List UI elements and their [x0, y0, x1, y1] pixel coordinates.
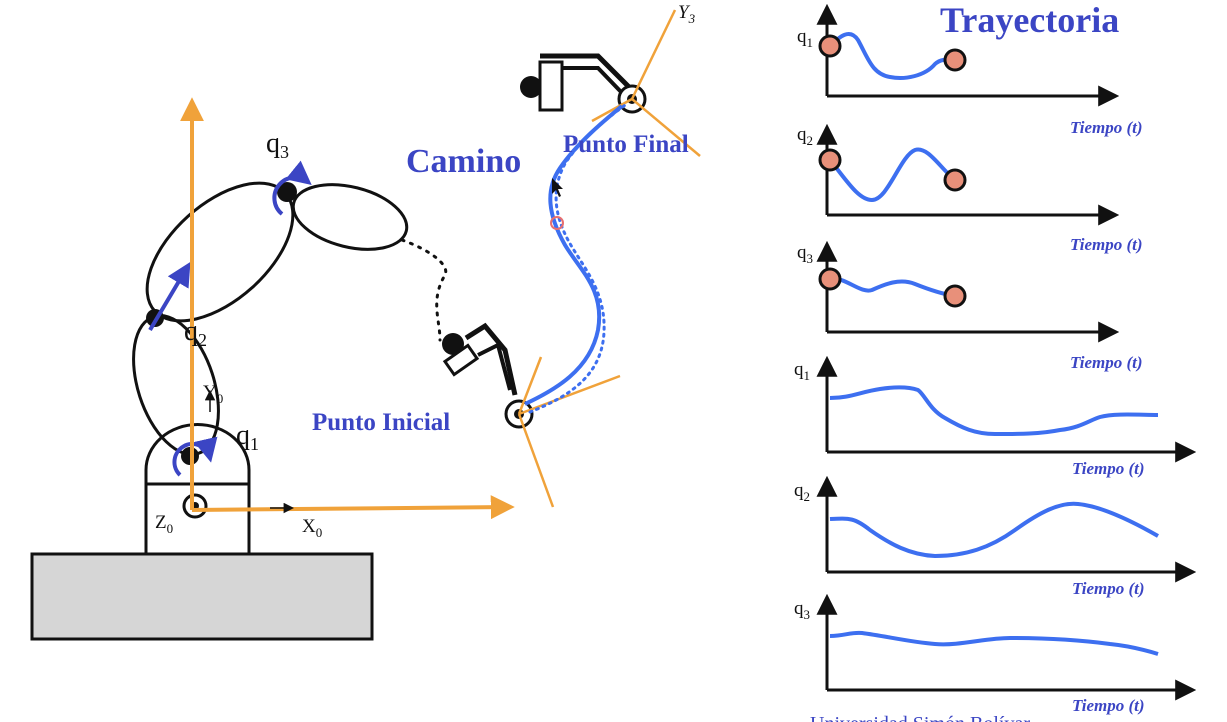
axis-final-y3 [630, 9, 677, 100]
path-curve-dotted [528, 101, 630, 414]
label-camino: Camino [406, 143, 521, 180]
svg-text:q2: q2 [797, 124, 813, 148]
rotation-arrow-q3 [272, 160, 312, 216]
plot-q1-long: q1 Tiempo (t) [794, 355, 1197, 478]
svg-text:Tiempo (t): Tiempo (t) [1072, 579, 1145, 598]
label-y0: Y0 [203, 382, 223, 406]
cursor-pointer-icon [552, 178, 563, 197]
label-y3: Y3 [678, 2, 696, 26]
svg-text:Tiempo (t): Tiempo (t) [1072, 696, 1145, 715]
plot-q3-long: q3 Tiempo (t) [794, 593, 1197, 715]
label-punto-final: Punto Final [563, 131, 689, 158]
plot-q1-short: q1 Tiempo (t) [797, 3, 1143, 137]
cursor-highlight [550, 216, 564, 230]
label-trayectoria: Trayectoria [940, 0, 1119, 40]
svg-text:q3: q3 [797, 242, 813, 266]
robot-link-3 [291, 183, 409, 251]
robot-base [30, 552, 374, 641]
svg-text:Tiempo (t): Tiempo (t) [1070, 235, 1143, 254]
svg-text:Tiempo (t): Tiempo (t) [1072, 459, 1145, 478]
label-q1: q1 [236, 420, 259, 454]
label-punto-inicial: Punto Inicial [312, 409, 450, 436]
svg-text:q2: q2 [794, 480, 810, 504]
label-x0: X0 [302, 516, 322, 540]
label-q3: q3 [266, 128, 289, 162]
rotation-arrow-q1 [172, 436, 218, 477]
plot-q2-long: q2 Tiempo (t) [794, 475, 1197, 598]
gripper-final [520, 53, 632, 112]
plot-q2-short: q2 Tiempo (t) [797, 123, 1143, 254]
svg-text:q1: q1 [797, 26, 813, 50]
joint-q3-dot [277, 182, 297, 202]
label-z0: Z0 [155, 512, 173, 536]
axis-x0 [191, 495, 515, 520]
svg-text:Tiempo (t): Tiempo (t) [1070, 118, 1143, 137]
axis-final-z [591, 97, 633, 123]
axis-initial-y [517, 413, 555, 508]
axis-final-x [631, 98, 701, 157]
svg-text:q3: q3 [794, 598, 810, 622]
axis-initial-z [517, 356, 543, 415]
svg-text:Tiempo (t): Tiempo (t) [1070, 353, 1143, 372]
plot-q3-short: q3 Tiempo (t) [797, 240, 1143, 372]
label-q2: q2 [184, 316, 207, 350]
robot-arm [30, 97, 515, 641]
translation-arrow-q2 [148, 261, 191, 332]
svg-text:q1: q1 [794, 359, 810, 383]
dotted-connector [400, 238, 448, 342]
footer-text: Universidad Simón Bolívar [810, 713, 1030, 722]
gripper-initial [442, 322, 518, 396]
axis-initial-x [518, 374, 621, 416]
